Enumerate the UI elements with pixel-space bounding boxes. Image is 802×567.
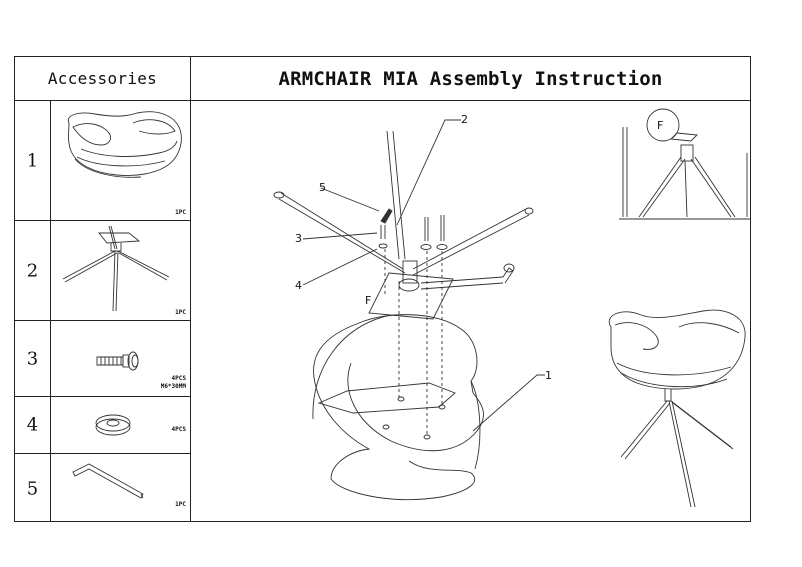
accessories-label: Accessories — [47, 69, 158, 88]
swivel-base-icon — [62, 225, 170, 312]
assembly-drawing: 2 5 3 4 1 F F — [273, 108, 750, 508]
title-header: ARMCHAIR MIA Assembly Instruction — [191, 57, 750, 101]
part-number-column: 1 2 3 4 5 — [15, 101, 51, 521]
part-number-cell: 3 — [15, 321, 50, 397]
part-number-cell: 5 — [15, 454, 50, 523]
part-qty: 1PC — [175, 209, 186, 216]
instruction-sheet: Accessories ARMCHAIR MIA Assembly Instru… — [14, 56, 751, 522]
assembly-diagram: 2 5 3 4 1 F F — [191, 101, 750, 521]
part-row-swivel-base: 1PC — [51, 221, 190, 321]
plate-label: F — [365, 294, 371, 307]
part-number: 1 — [26, 150, 39, 171]
accessories-column: 1PC 1PC — [51, 101, 191, 521]
part-qty: 1PC — [175, 309, 186, 316]
part-row-washer: 4PCS — [51, 397, 190, 454]
seat-shell-icon — [67, 111, 182, 178]
part-row-seat-shell: 1PC — [51, 101, 190, 221]
part-size: M6*30MM — [160, 383, 186, 390]
part-qty: 1PC — [175, 501, 186, 508]
part-number-cell: 4 — [15, 397, 50, 454]
accessories-header: Accessories — [15, 57, 191, 101]
callout-4: 4 — [295, 279, 302, 292]
part-number-cell: 1 — [15, 101, 50, 221]
part-number-cell: 2 — [15, 221, 50, 321]
part-number: 4 — [26, 414, 39, 436]
bolt-icon — [96, 351, 139, 371]
callout-3: 3 — [295, 232, 302, 245]
washer-icon — [95, 414, 131, 436]
page-title: ARMCHAIR MIA Assembly Instruction — [278, 67, 663, 90]
part-number: 3 — [26, 348, 39, 369]
part-number: 5 — [26, 478, 39, 499]
part-qty: 4PCS — [171, 375, 186, 382]
callout-1: 1 — [545, 369, 552, 382]
part-qty: 4PCS — [171, 426, 186, 433]
callout-2: 2 — [461, 113, 468, 126]
detail-label: F — [657, 119, 663, 132]
part-row-allen-key: 1PC — [51, 454, 190, 523]
callout-5: 5 — [319, 181, 326, 194]
allen-key-icon — [72, 463, 144, 499]
part-number: 2 — [26, 260, 39, 281]
part-row-bolt: 4PCS M6*30MM — [51, 321, 190, 397]
